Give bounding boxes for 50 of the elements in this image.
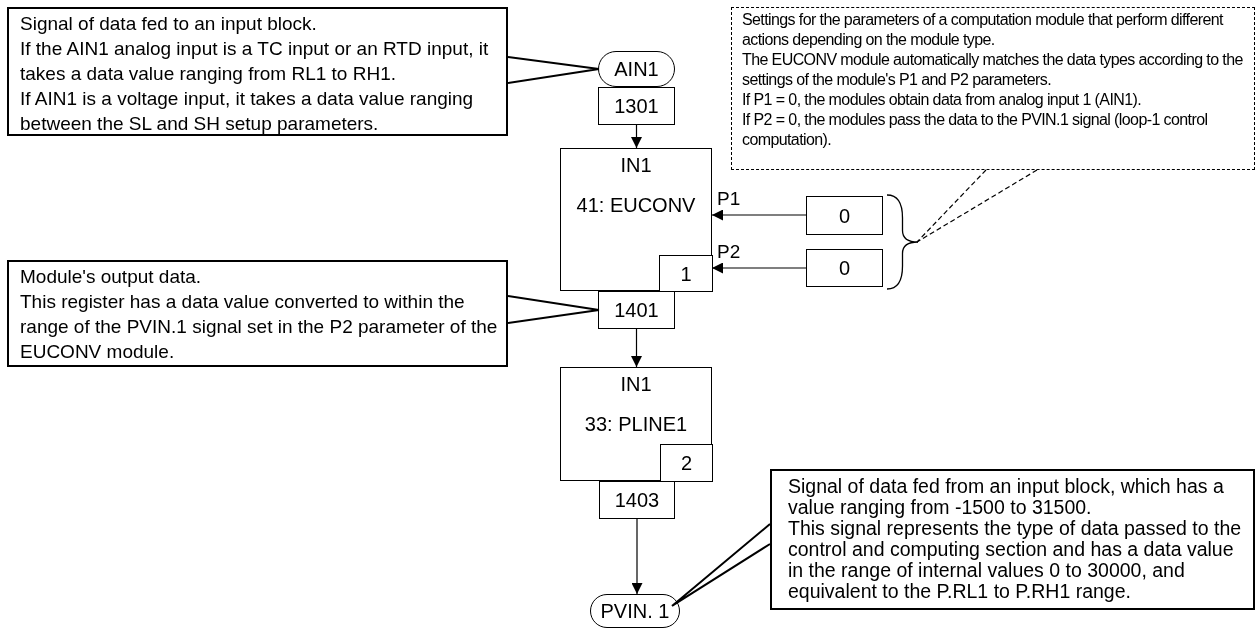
register-number: 0 (838, 256, 851, 281)
leader-line (916, 169, 1038, 243)
module-name: 33: PLINE1 (584, 412, 688, 436)
register-number: 1301 (614, 94, 659, 119)
register-number: 1401 (614, 298, 659, 323)
input-name: IN1 (620, 372, 652, 396)
leader-line (671, 523, 771, 607)
register-box (598, 87, 675, 125)
port-number: 2 (680, 451, 693, 475)
terminal-pill (598, 51, 675, 87)
leader-line (507, 56, 600, 84)
callout-text: If the AIN1 analog input is a TC input or an RTD input, it takes a data value ranging from RL1 to RH1. (20, 37, 490, 86)
port-box (659, 255, 713, 292)
register-number: 1403 (614, 488, 660, 513)
note-text: If P1 = 0, the modules obtain data from analog input 1 (AIN1). (742, 90, 1143, 110)
register-box (806, 196, 883, 235)
callout-box (770, 469, 1255, 610)
register-number: 0 (838, 203, 851, 229)
callout-text: This signal represents the type of data passed to the control and computing section and has a data value in the range of internal values 0 to 30000, and equivalent to the P.RL1 to P.RH1 range. (788, 518, 1243, 602)
leader-line (507, 295, 600, 324)
curly-brace (886, 194, 919, 290)
note-text: If P2 = 0, the modules pass the data to the PVIN.1 signal (loop-1 control computation). (742, 110, 1209, 150)
arrow (631, 518, 643, 595)
signal-name: PVIN. 1 (600, 599, 670, 624)
note-text: The EUCONV module automatically matches the data types according to the settings of the module's P1 and P2 parameters. (742, 50, 1244, 90)
signal-name: AIN1 (614, 57, 659, 82)
callout-box (7, 260, 508, 367)
register-box (806, 249, 883, 287)
arrow (631, 124, 642, 149)
module-block (560, 367, 712, 481)
callout-text: If AIN1 is a voltage input, it takes a data value ranging between the SL and SH setup parameters. (20, 87, 475, 136)
callout-text: This register has a data value converted to within the range of the PVIN.1 signal set in the P2 parameter of the EUCONV module. (20, 290, 499, 364)
arrow (711, 262, 807, 274)
module-name: 41: EUCONV (576, 193, 696, 217)
module-block (560, 148, 712, 291)
callout-text: Module's output data. (20, 265, 203, 289)
register-box (598, 291, 675, 329)
terminal-pill (590, 594, 680, 628)
input-name: IN1 (620, 153, 652, 177)
leader-line (916, 169, 987, 243)
callout-box (7, 7, 508, 136)
note-text: Settings for the parameters of a computation module that perform different actions depending on the module type. (742, 10, 1225, 50)
arrow (711, 209, 807, 221)
callout-text: Signal of data fed to an input block. (20, 12, 318, 36)
port-box (660, 444, 713, 482)
port-number: 1 (680, 261, 692, 286)
callout-text: Signal of data fed from an input block, which has a value ranging from -1500 to 31500. (788, 476, 1225, 518)
note-box (731, 7, 1255, 170)
arrow (631, 328, 642, 368)
register-box (599, 481, 675, 519)
